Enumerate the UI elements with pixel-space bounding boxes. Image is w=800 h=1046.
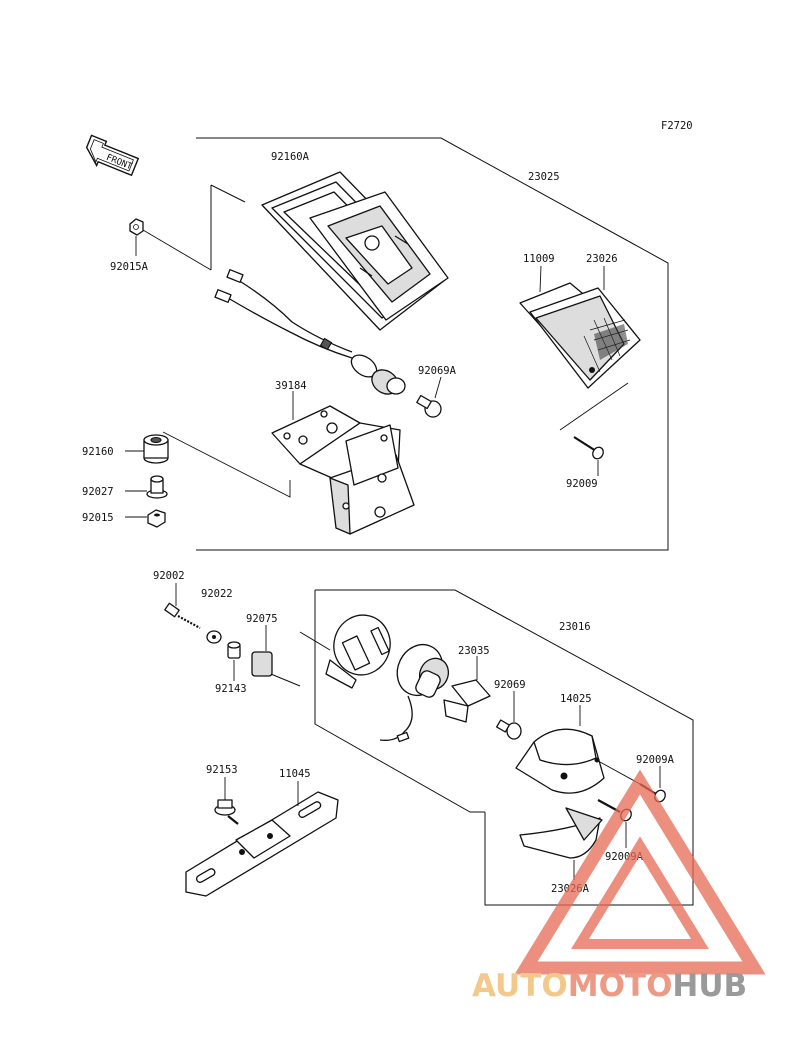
watermark-logo: AUTOMOTOHUB: [472, 769, 766, 1004]
label-92143: 92143: [215, 683, 247, 695]
part-labels: 92160A 23025 92015A 11009 23026 92069A 3…: [82, 151, 675, 895]
label-23025: 23025: [528, 171, 560, 183]
label-23016: 23016: [559, 621, 591, 633]
bolt-92002: [164, 583, 201, 629]
nut-92015A: [129, 218, 212, 271]
collar-92143: [227, 641, 241, 681]
figure-code: F2720: [661, 120, 693, 132]
label-23035: 23035: [458, 645, 490, 657]
watermark-auto: AUTO: [472, 968, 568, 1004]
collar-92027: [125, 475, 168, 499]
label-11009: 11009: [523, 253, 555, 265]
label-92027: 92027: [82, 486, 114, 498]
socket-housing: [309, 191, 449, 321]
housing-23016: [325, 614, 391, 689]
lower-assembly-box: [265, 589, 694, 906]
front-arrow-icon: FRONT: [85, 134, 140, 177]
washer-92022: [206, 630, 222, 644]
upper-assembly-box: [196, 137, 669, 551]
bolt-92153: [214, 777, 239, 825]
watermark-moto: MOTO: [568, 968, 673, 1004]
label-92015: 92015: [82, 512, 114, 524]
label-92069A: 92069A: [418, 365, 457, 377]
label-92153: 92153: [206, 764, 238, 776]
bracket-leader: [162, 431, 291, 498]
clip-23035: [443, 656, 491, 723]
wire-harness: [214, 269, 406, 395]
lens-23026: [519, 282, 641, 389]
svg-text:AUTOMOTOHUB: AUTOMOTOHUB: [472, 968, 747, 1004]
label-92075: 92075: [246, 613, 278, 625]
label-39184: 39184: [275, 380, 307, 392]
bracket-39184: [271, 391, 415, 535]
label-11045: 11045: [279, 768, 311, 780]
label-14025: 14025: [560, 693, 592, 705]
plate-bracket-11045: [185, 781, 339, 897]
label-92009: 92009: [566, 478, 598, 490]
label-92022: 92022: [201, 588, 233, 600]
label-92009A-1: 92009A: [636, 754, 675, 766]
label-23026: 23026: [586, 253, 618, 265]
bulb-92069: [496, 691, 522, 740]
label-92069: 92069: [494, 679, 526, 691]
label-92002: 92002: [153, 570, 185, 582]
damper-92075: [251, 625, 273, 677]
grommet-92160: [125, 434, 169, 464]
socket-23016: [379, 644, 450, 743]
label-92160: 92160: [82, 446, 114, 458]
watermark-hub: HUB: [672, 968, 747, 1004]
label-92160A: 92160A: [271, 151, 310, 163]
bulb-92069A: [416, 376, 442, 418]
nut-92015: [125, 509, 166, 528]
lens-14025: [515, 705, 605, 794]
label-92015A: 92015A: [110, 261, 149, 273]
screw-92009: [559, 382, 629, 476]
warning-triangle-icon: [514, 769, 766, 975]
lens-cover-23026A: [519, 807, 603, 880]
